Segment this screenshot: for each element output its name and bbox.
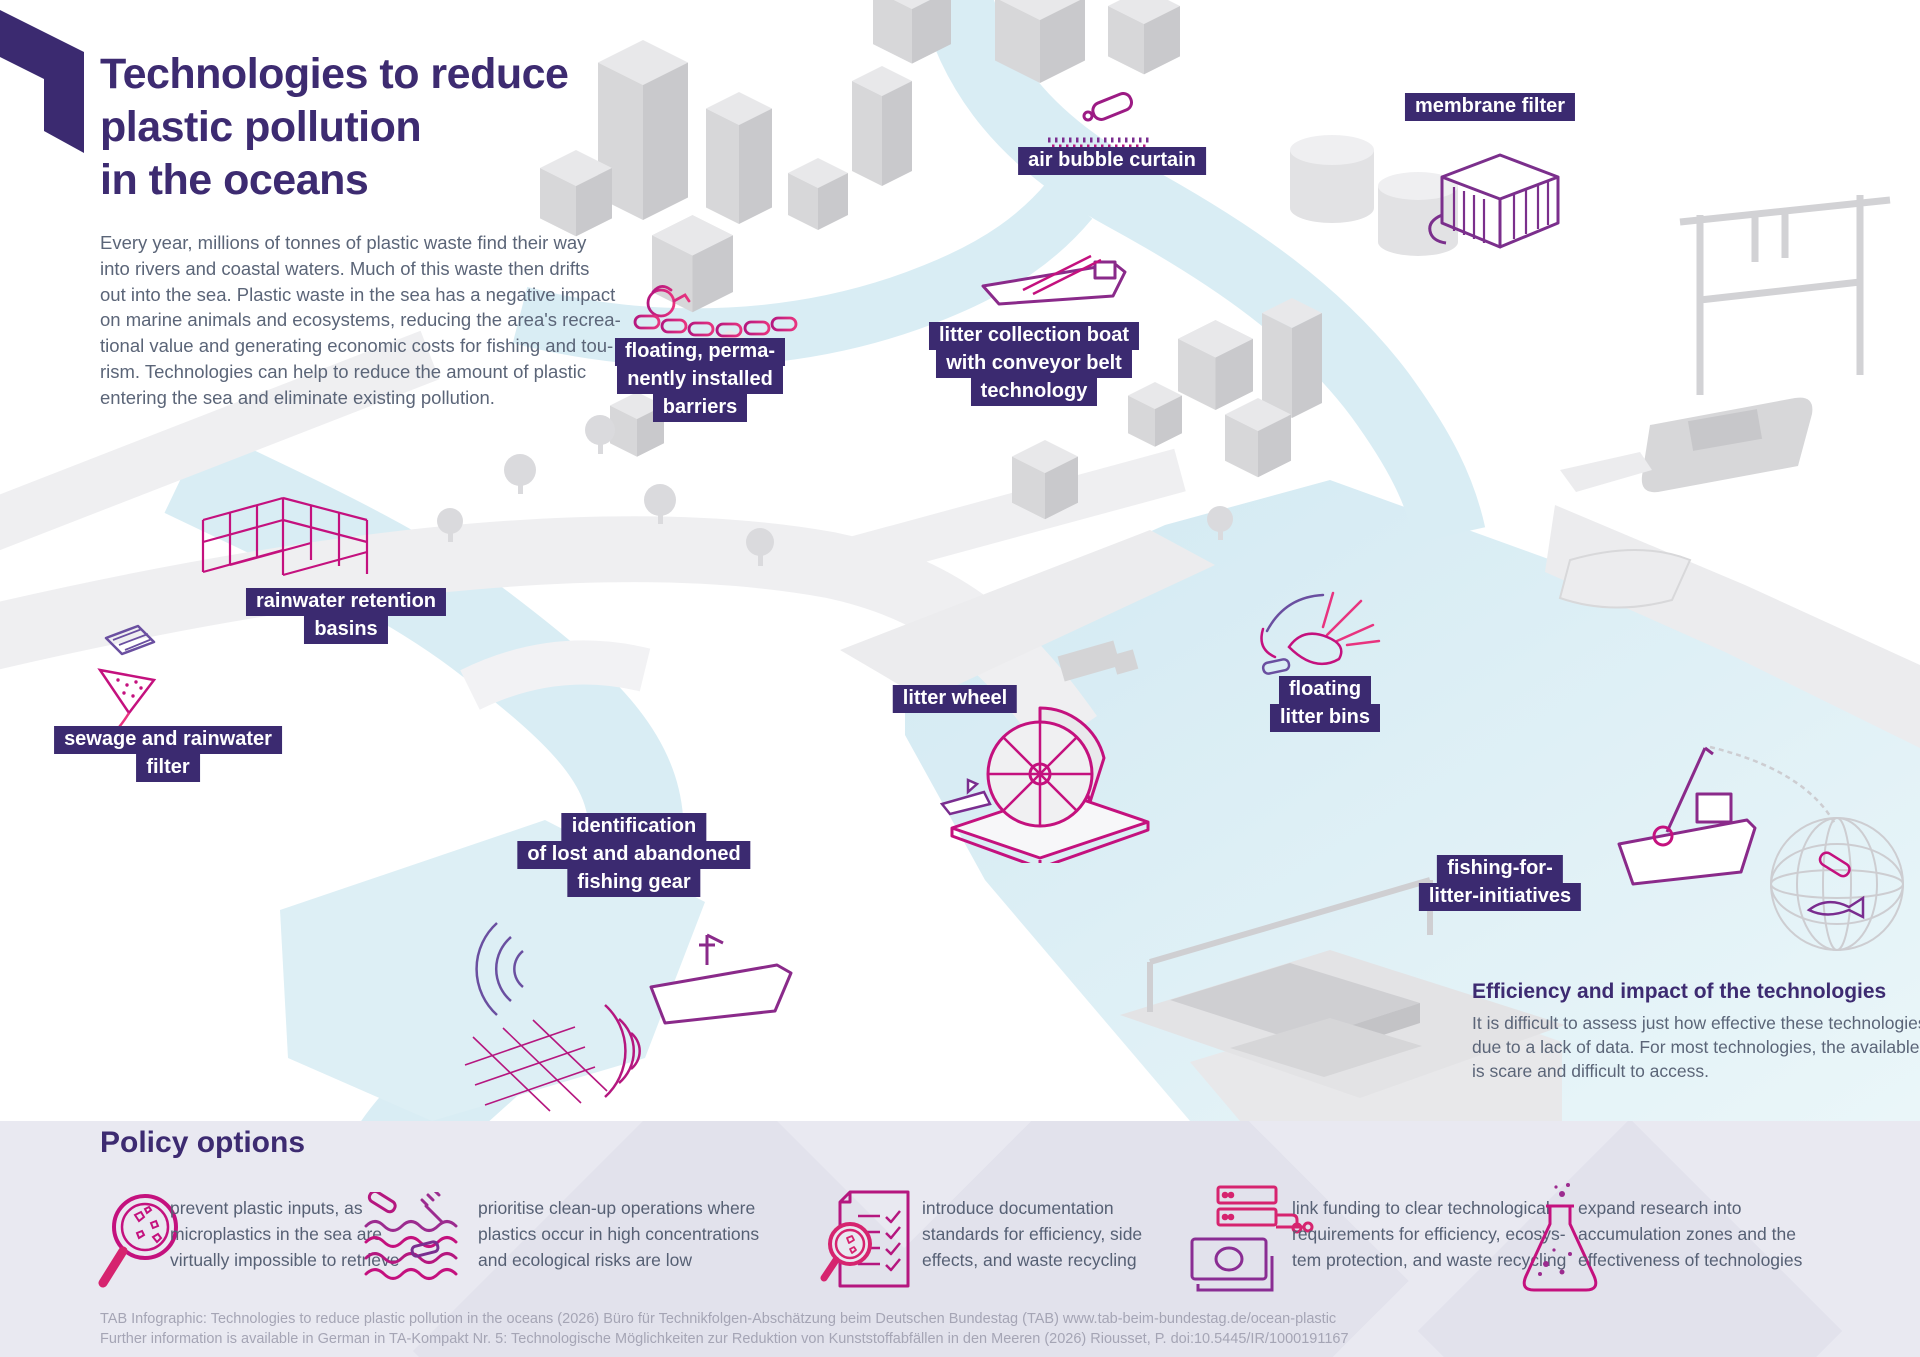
funding-technology-icon <box>1190 1185 1314 1292</box>
efficiency-section: Efficiency and impact of the technologie… <box>1472 980 1920 1083</box>
corner-ribbon <box>0 10 84 153</box>
policy-options-band <box>0 1121 1920 1357</box>
label-litter-wheel: litter wheel <box>892 685 1018 713</box>
floating-litter-bins-icon <box>1260 591 1381 675</box>
title-line: Technologies to reduce <box>100 50 569 98</box>
checklist-document-icon <box>820 1190 910 1288</box>
title-line: plastic pollution <box>100 103 422 151</box>
policy-item-text: prioritise clean-up operations where pla… <box>478 1198 760 1270</box>
efficiency-title: Efficiency and impact of the technologie… <box>1472 980 1887 1003</box>
research-flask-icon <box>1522 1183 1598 1292</box>
policy-item-text: link funding to clear technological requ… <box>1292 1198 1567 1270</box>
title-line: in the oceans <box>100 156 369 204</box>
footer-credit-line: Further information is available in Germ… <box>100 1331 1349 1347</box>
magnifier-microplastics-icon <box>98 1194 178 1288</box>
label-air-bubble-curtain: air bubble curtain <box>1018 147 1206 175</box>
floating-barriers-icon <box>633 285 798 338</box>
label-fishing-gear-identification: identification of lost and abandoned fis… <box>517 813 751 897</box>
label-rainwater-retention-basins: rainwater retention basins <box>245 588 447 644</box>
policy-options-title: Policy options <box>100 1126 306 1159</box>
label-floating-litter-bins: floating litter bins <box>1269 676 1381 732</box>
harbor-illustration <box>0 0 1920 1121</box>
sea-waves-litter-icon <box>364 1192 458 1280</box>
lost-fishing-gear-icon <box>464 922 793 1112</box>
page-title: Technologies to reduce plastic pollution… <box>100 48 569 207</box>
litter-collection-boat-icon <box>981 254 1127 306</box>
label-sewage-rainwater-filter: sewage and rainwater filter <box>54 726 282 782</box>
label-litter-collection-boat: litter collection boat with conveyor bel… <box>928 322 1140 406</box>
label-membrane-filter: membrane filter <box>1404 93 1576 121</box>
label-fishing-for-litter: fishing-for- litter-initiatives <box>1418 855 1582 911</box>
rainwater-retention-basins-icon <box>201 496 369 577</box>
policy-item-text: prevent plastic inputs, as microplastics… <box>170 1198 400 1270</box>
label-floating-barriers: floating, perma- nently installed barrie… <box>614 338 786 422</box>
fishing-for-litter-icon <box>1617 745 1904 951</box>
footer-credit-line: TAB Infographic: Technologies to reduce … <box>100 1311 1337 1327</box>
intro-paragraph: Every year, millions of tonnes of plasti… <box>100 232 621 408</box>
policy-item-text: expand research into accumulation zones … <box>1578 1198 1803 1270</box>
policy-item-text: introduce documentation standards for ef… <box>922 1198 1143 1270</box>
membrane-filter-icon <box>1428 153 1560 249</box>
litter-wheel-icon <box>940 706 1150 863</box>
